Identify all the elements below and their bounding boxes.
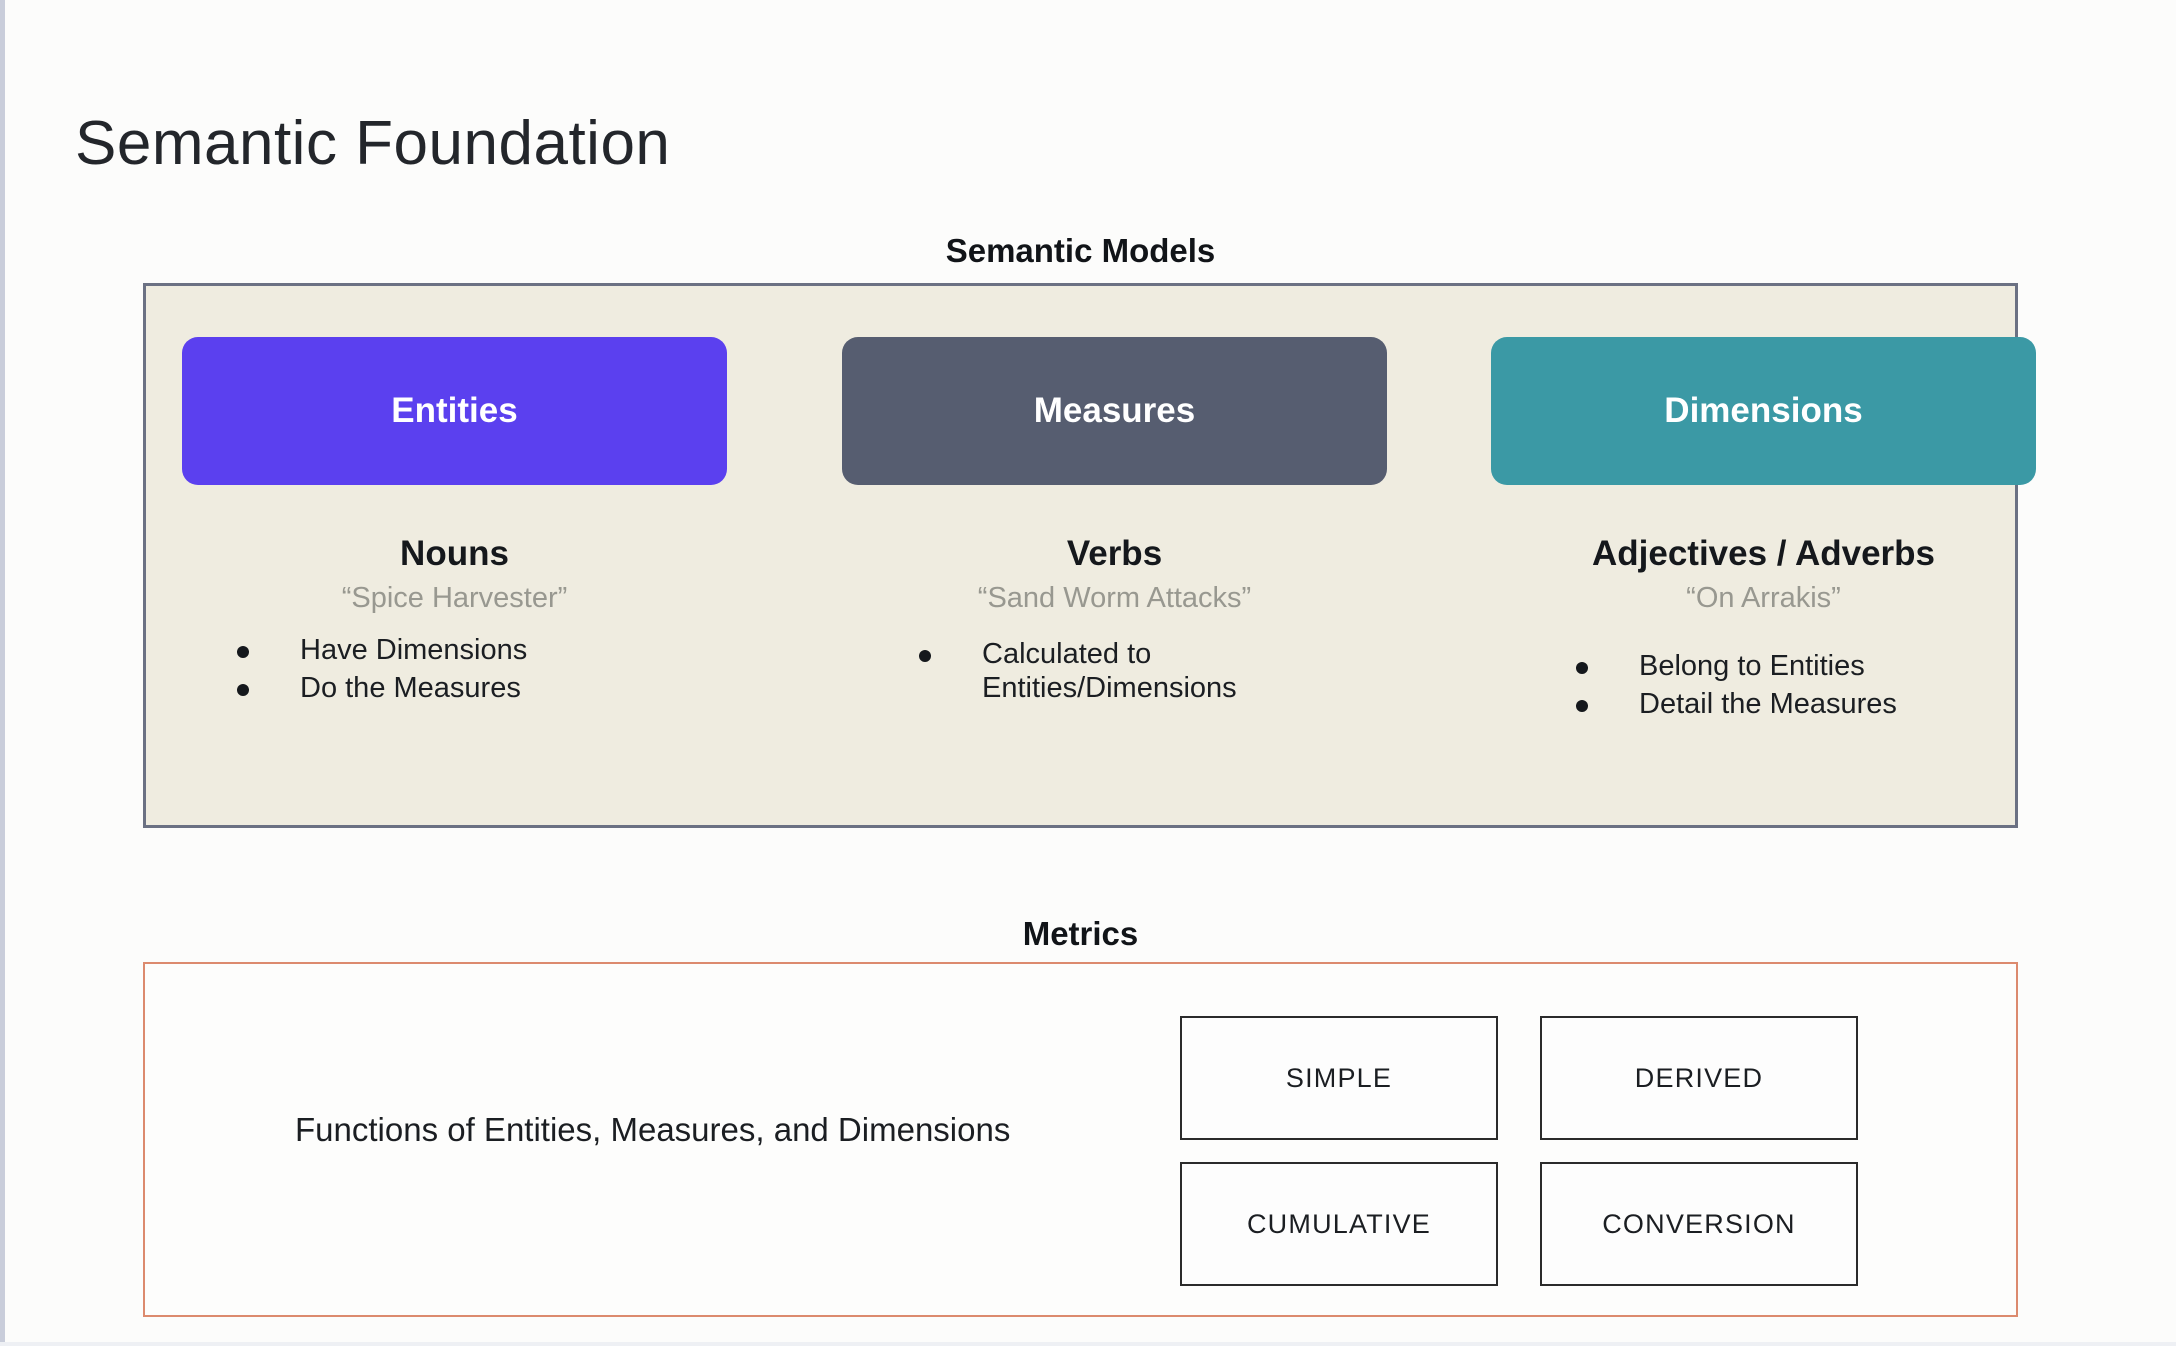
metric-type-conversion[interactable]: CONVERSION (1540, 1162, 1858, 1286)
left-edge-strip (0, 0, 5, 1346)
entities-part-of-speech: Nouns (400, 534, 509, 573)
bottom-edge-strip (0, 1342, 2176, 1346)
measures-bullet-list: Calculated to Entities/Dimensions (842, 638, 1409, 710)
dimensions-bullet-list: Belong to Entities Detail the Measures (1491, 650, 2066, 726)
measures-part-of-speech: Verbs (1066, 534, 1163, 573)
dimensions-part-of-speech: Adjectives / Adverbs (1591, 534, 1935, 573)
semantic-model-column-dimensions: Dimensions Adjectives / Adverbs “On Arra… (1491, 286, 2036, 825)
semantic-models-heading: Semantic Models (945, 232, 1216, 269)
metrics-heading: Metrics (1022, 915, 1139, 952)
list-item: Have Dimensions (182, 634, 727, 668)
semantic-models-panel: Entities Nouns “Spice Harvester” Have Di… (143, 283, 2036, 828)
metric-type-cumulative[interactable]: CUMULATIVE (1180, 1162, 1498, 1286)
entities-bullet-list: Have Dimensions Do the Measures (182, 634, 727, 710)
metrics-description: Functions of Entities, Measures, and Dim… (295, 1111, 1011, 1148)
semantic-model-column-entities: Entities Nouns “Spice Harvester” Have Di… (182, 286, 727, 825)
entities-example: “Spice Harvester” (341, 582, 568, 614)
metric-type-simple[interactable]: SIMPLE (1180, 1016, 1498, 1140)
metrics-panel: Functions of Entities, Measures, and Dim… (143, 962, 2018, 1317)
semantic-model-column-measures: Measures Verbs “Sand Worm Attacks” Calcu… (842, 286, 1387, 825)
list-item: Detail the Measures (1521, 688, 2066, 722)
entities-chip[interactable]: Entities (182, 337, 727, 485)
list-item: Calculated to Entities/Dimensions (864, 638, 1409, 706)
dimensions-chip[interactable]: Dimensions (1491, 337, 2036, 485)
list-item: Do the Measures (182, 672, 727, 706)
measures-example: “Sand Worm Attacks” (977, 582, 1252, 614)
measures-chip[interactable]: Measures (842, 337, 1387, 485)
page-title: Semantic Foundation (75, 108, 671, 178)
list-item: Belong to Entities (1521, 650, 2066, 684)
metric-type-derived[interactable]: DERIVED (1540, 1016, 1858, 1140)
dimensions-example: “On Arrakis” (1686, 582, 1841, 614)
metrics-type-grid: SIMPLE DERIVED CUMULATIVE CONVERSION (1180, 1016, 1870, 1286)
